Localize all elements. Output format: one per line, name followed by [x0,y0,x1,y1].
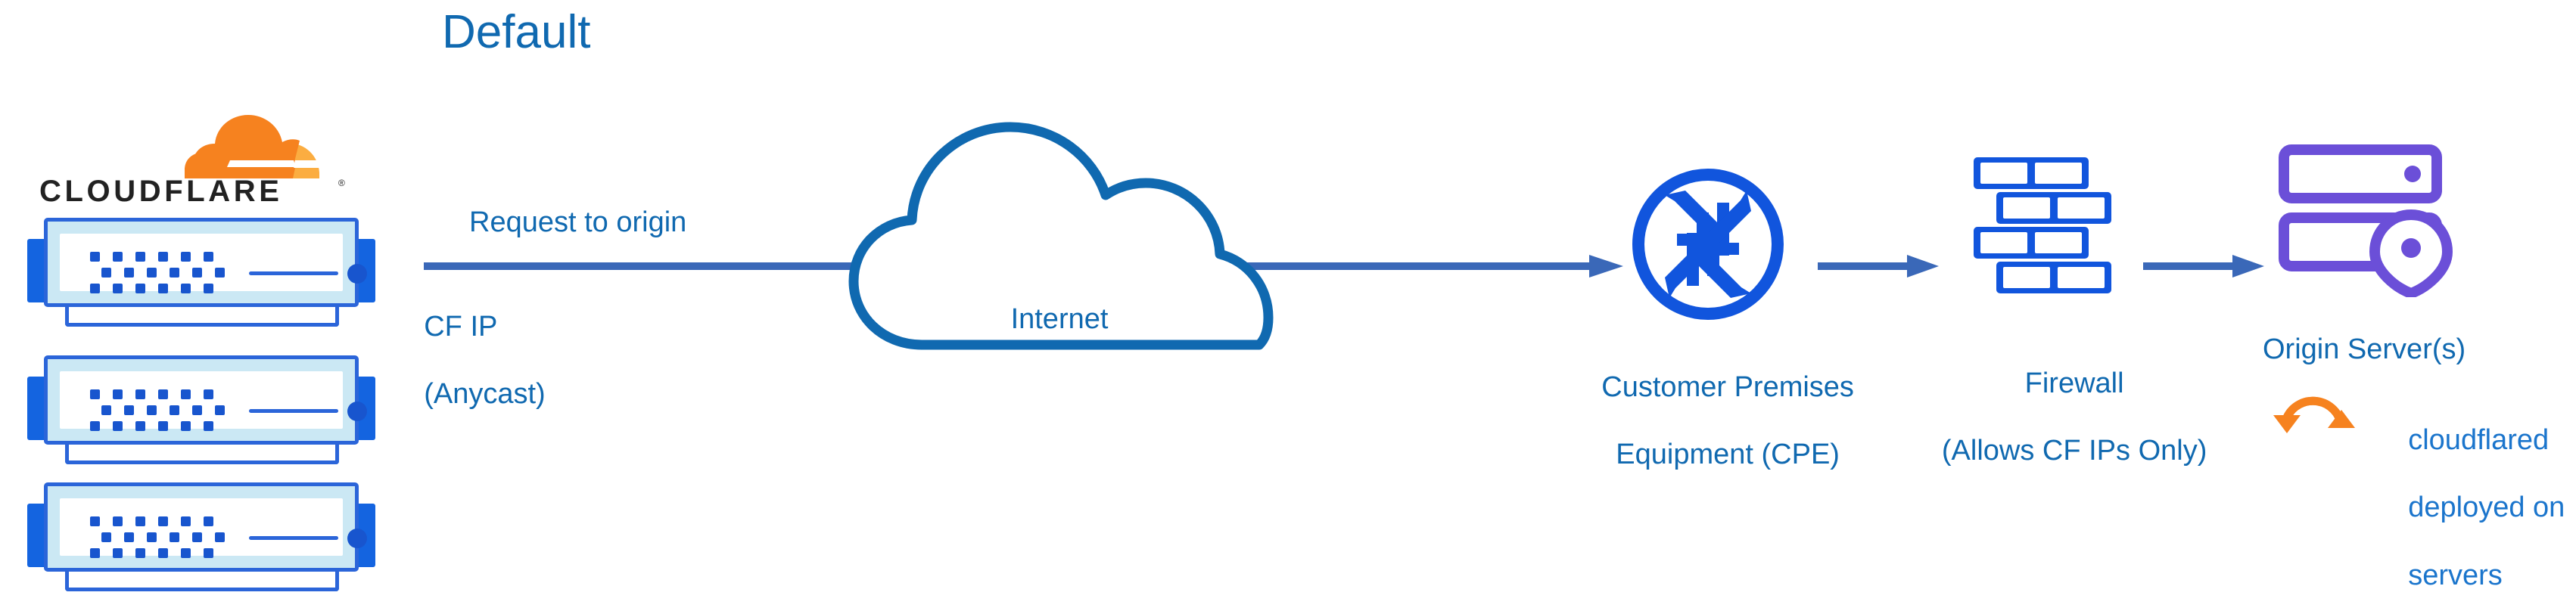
rack-screen [60,371,367,432]
rack-body [44,482,367,572]
sync-arrows-icon [2269,382,2360,461]
cpe-label: Customer Premises Equipment (CPE) [1553,336,1871,506]
firewall-label-line1: Firewall [2024,367,2124,399]
rack-screen [60,234,367,294]
cloud-icon [831,103,1285,352]
arrow-cpe-to-firewall [1818,251,1939,281]
rack-indicator-line [249,536,338,540]
rack-foot [65,445,339,464]
request-to-origin-label: Request to origin [469,206,687,238]
cloudflared-line1: cloudflared [2408,423,2550,456]
rack-led-icon [347,264,367,284]
server-rack-icon [27,355,375,469]
firewall-label-line2: (Allows CF IPs Only) [1941,435,2207,467]
origin-server-icon [2278,142,2459,299]
rack-body [44,218,367,307]
router-icon [1629,165,1787,324]
svg-text:CLOUDFLARE: CLOUDFLARE [39,175,283,208]
rack-indicator-line [249,409,338,413]
rack-foot [65,572,339,591]
server-rack-icon [27,482,375,596]
cloudflare-wordmark: CLOUDFLARE ® [39,174,350,209]
svg-text:®: ® [338,178,345,188]
rack-led-icon [347,402,367,421]
rack-vent-grid-icon [90,389,226,432]
firewall-label: Firewall (Allows CF IPs Only) [1899,333,2217,502]
server-rack-icon [27,218,375,331]
cloud-label: Internet [1010,303,1109,335]
cpe-label-line2: Equipment (CPE) [1616,439,1840,471]
cloudflared-line2: deployed on [2408,492,2565,524]
arrow-firewall-to-origin [2143,251,2264,281]
page-title: Default [442,6,591,58]
cf-ip-line2: (Anycast) [424,378,546,411]
rack-vent-grid-icon [90,516,226,559]
rack-screen [60,498,367,559]
origin-server-label: Origin Server(s) [2263,333,2466,365]
cloudflared-line3: servers [2408,560,2503,592]
rack-led-icon [347,529,367,548]
rack-vent-grid-icon [90,252,226,294]
rack-indicator-line [249,271,338,275]
cloudflared-annotation: cloudflared deployed on servers [2376,389,2565,614]
brick-wall-icon [1958,151,2114,302]
cpe-label-line1: Customer Premises [1601,371,1854,403]
rack-foot [65,307,339,327]
rack-body [44,355,367,445]
cf-ip-label: CF IP (Anycast) [392,276,546,445]
cloudflare-logo-icon [36,106,354,204]
cf-ip-line1: CF IP [424,310,498,343]
